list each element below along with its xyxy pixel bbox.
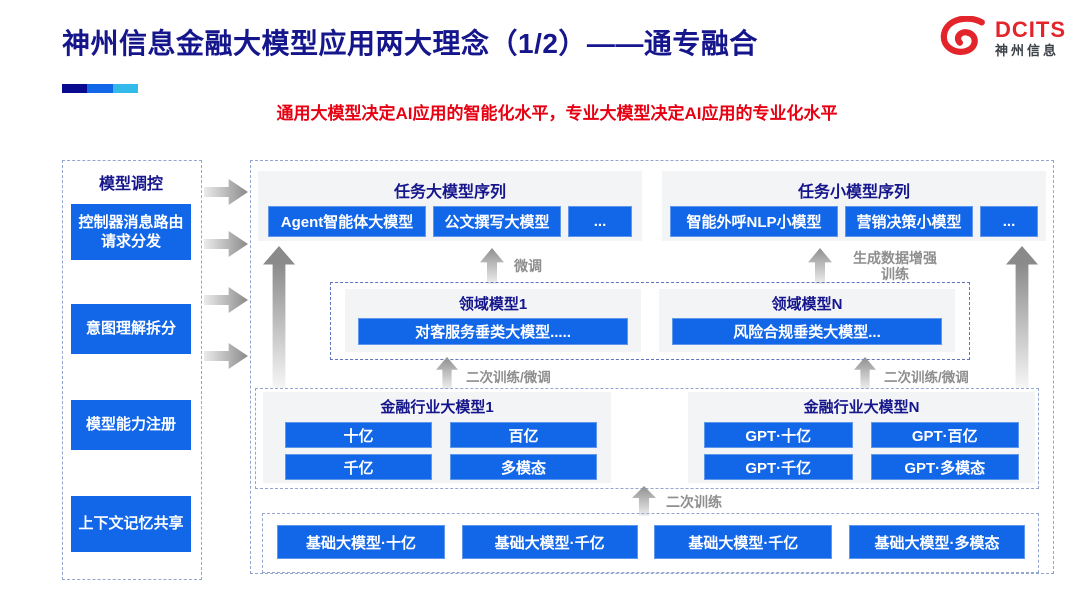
finetune-label: 微调: [514, 258, 542, 274]
model-box-base-1b: 基础大模型·十亿: [277, 525, 445, 559]
logo-company-text: 神州信息: [995, 42, 1060, 58]
industry-model-1-title: 金融行业大模型1: [380, 399, 494, 416]
gen-data-label-line1: 生成数据增强: [853, 250, 937, 266]
gen-data-label: 生成数据增强 训练: [840, 250, 950, 282]
main-diagram-container: [250, 160, 1054, 574]
flow-arrow-right-2: [204, 231, 248, 257]
model-box-document-writing-llm: 公文撰写大模型: [433, 206, 561, 237]
accent-bar-segment-cyan: [112, 84, 138, 93]
panel-industry-model-1: 金融行业大模型1 十亿 百亿 千亿 多模态: [263, 392, 611, 483]
model-box-marketing-decision: 营销决策小模型: [845, 206, 973, 237]
accent-bar-segment-navy: [62, 84, 88, 93]
retrain-finetune-label-left: 二次训练/微调: [466, 370, 551, 385]
panel-domain-model-n: 领域模型N 风险合规垂类大模型...: [659, 289, 955, 352]
model-box-customer-service-vertical: 对客服务垂类大模型.....: [358, 318, 628, 345]
sidebar-title: 模型调控: [98, 176, 163, 193]
model-box-100b: 千亿: [285, 454, 432, 480]
domain-model-n-title: 领域模型N: [771, 296, 843, 313]
dcits-logo: DCITS 神州信息: [938, 16, 1066, 60]
sidebar-item-context-memory: 上下文记忆共享: [71, 496, 191, 552]
model-box-1b: 十亿: [285, 422, 432, 448]
domain-models-band: 领域模型1 对客服务垂类大模型..... 领域模型N 风险合规垂类大模型...: [330, 282, 970, 360]
panel-task-small-models: 任务小模型序列 智能外呼NLP小模型 营销决策小模型 ...: [662, 171, 1046, 241]
flow-arrow-right-3: [204, 287, 248, 313]
model-box-task-large-ellipsis: ...: [568, 206, 632, 237]
model-box-base-100b-b: 基础大模型·千亿: [654, 525, 833, 559]
accent-bar: [62, 84, 138, 93]
sidebar-item-intent-split: 意图理解拆分: [71, 304, 191, 354]
panel-industry-model-n: 金融行业大模型N GPT·十亿 GPT·百亿 GPT·千亿 GPT·多模态: [688, 392, 1035, 483]
sidebar-model-control: [62, 160, 202, 580]
flow-arrow-right-1: [204, 179, 248, 205]
logo-text: DCITS 神州信息: [995, 16, 1066, 58]
retrain-finetune-label-right: 二次训练/微调: [884, 370, 969, 385]
domain-model-1-title: 领域模型1: [458, 296, 528, 313]
industry-models-band: [255, 388, 1039, 489]
model-box-base-multimodal: 基础大模型·多模态: [848, 525, 1025, 559]
slide-subtitle: 通用大模型决定AI应用的智能化水平，专业大模型决定AI应用的专业化水平: [276, 104, 838, 123]
base-models-row: 基础大模型·十亿 基础大模型·千亿 基础大模型·千亿 基础大模型·多模态: [277, 525, 1025, 559]
model-box-gpt-100b: GPT·千亿: [704, 454, 853, 480]
model-box-outbound-nlp: 智能外呼NLP小模型: [670, 206, 838, 237]
panel-task-large-models: 任务大模型序列 Agent智能体大模型 公文撰写大模型 ...: [258, 171, 642, 241]
panel-domain-model-1: 领域模型1 对客服务垂类大模型.....: [345, 289, 641, 352]
model-box-multimodal: 多模态: [450, 454, 597, 480]
sidebar-item-message-routing: 控制器消息路由请求分发: [71, 204, 191, 260]
model-box-agent-llm: Agent智能体大模型: [268, 206, 426, 237]
model-box-10b: 百亿: [450, 422, 597, 448]
retrain-label: 二次训练: [666, 494, 722, 510]
model-box-gpt-multimodal: GPT·多模态: [870, 454, 1019, 480]
base-models-band: 基础大模型·十亿 基础大模型·千亿 基础大模型·千亿 基础大模型·多模态: [262, 513, 1039, 573]
accent-bar-segment-blue: [87, 84, 113, 93]
flow-arrow-right-4: [204, 343, 248, 369]
model-box-risk-compliance-vertical: 风险合规垂类大模型...: [672, 318, 942, 345]
panel-task-small-title: 任务小模型序列: [797, 184, 910, 201]
model-box-task-small-ellipsis: ...: [980, 206, 1038, 237]
model-box-gpt-1b: GPT·十亿: [704, 422, 853, 448]
dcits-swirl-icon: [940, 16, 985, 55]
model-box-base-100b-a: 基础大模型·千亿: [461, 525, 638, 559]
model-box-gpt-10b: GPT·百亿: [870, 422, 1019, 448]
logo-brand-text: DCITS: [995, 16, 1066, 42]
panel-task-large-title: 任务大模型序列: [393, 184, 506, 201]
gen-data-label-line2: 训练: [881, 266, 909, 283]
sidebar-item-capability-register: 模型能力注册: [71, 400, 191, 450]
industry-model-n-title: 金融行业大模型N: [803, 399, 920, 416]
page-title: 神州信息金融大模型应用两大理念（1/2）——通专融合: [62, 28, 758, 59]
